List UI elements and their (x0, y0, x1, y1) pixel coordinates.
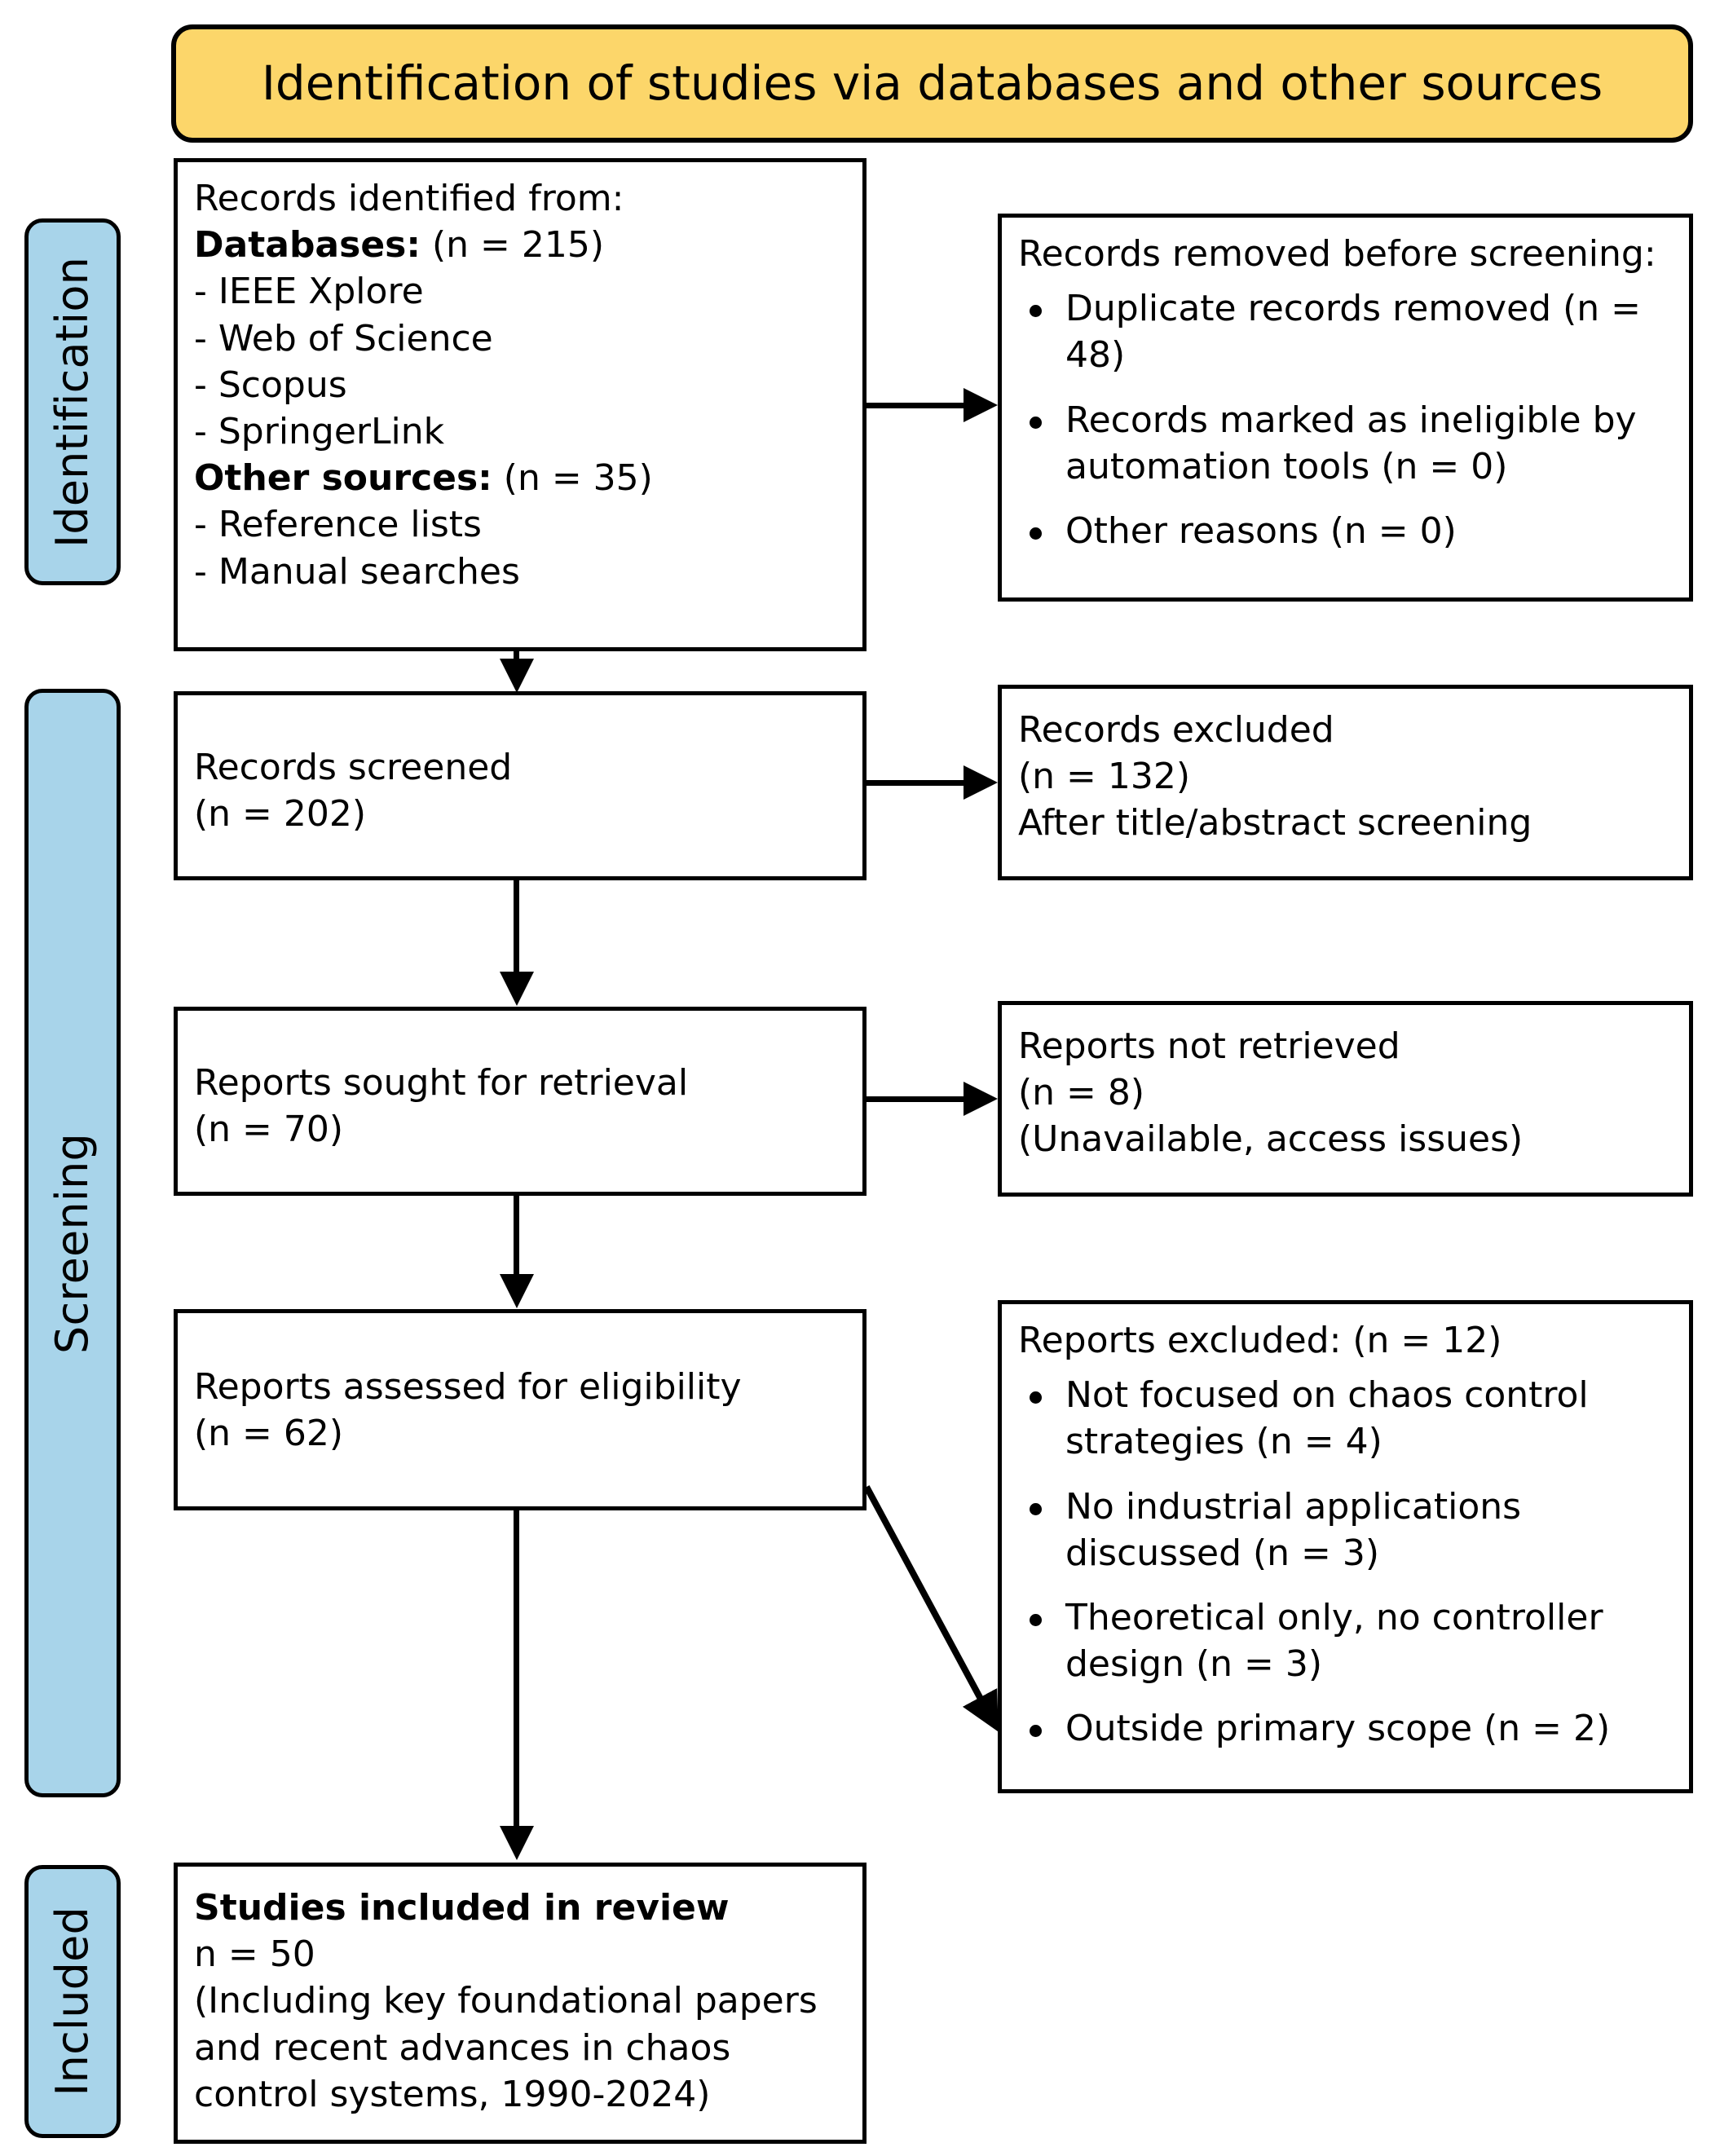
reports-not-retrieved-line-3: (Unavailable, access issues) (1018, 1118, 1524, 1161)
connector-screened-to-excluded (867, 780, 968, 786)
database-item-springerlink: - SpringerLink (194, 410, 445, 452)
records-removed-heading: Records removed before screening: (1018, 233, 1656, 275)
connector-screened-to-sought (514, 880, 519, 974)
list-item: No industrial applications discussed (n … (1018, 1484, 1673, 1576)
reports-excluded-bullet-2: No industrial applications discussed (n … (1065, 1485, 1522, 1574)
list-item: Other reasons (n = 0) (1018, 508, 1673, 554)
records-screened-line-2: (n = 202) (194, 793, 367, 836)
connector-assessed-to-included (514, 1510, 519, 1828)
bullet-dot-icon (1030, 416, 1042, 429)
stage-label-identification: Identification (46, 256, 98, 548)
list-item: Duplicate records removed (n = 48) (1018, 285, 1673, 378)
other-sources-count: (n = 35) (503, 457, 653, 500)
identification-banner: Identification of studies via databases … (171, 24, 1693, 143)
bullet-dot-icon (1030, 1725, 1042, 1738)
reports-excluded-heading: Reports excluded: (n = 12) (1018, 1320, 1502, 1361)
arrowhead-screened-to-excluded (964, 765, 998, 800)
bullet-dot-icon (1030, 527, 1042, 540)
records-identified-databases-row: Databases: (n = 215) (194, 222, 846, 268)
connector-sought-to-assessed (514, 1196, 519, 1276)
list-item: Not focused on chaos control strategies … (1018, 1372, 1673, 1465)
connector-identified-to-screened (514, 651, 519, 663)
reports-not-retrieved-line-1: Reports not retrieved (1018, 1025, 1400, 1067)
studies-included-heading: Studies included in review (194, 1887, 730, 1929)
bullet-dot-icon (1030, 305, 1042, 318)
studies-included-line-3: (Including key foundational papers and r… (194, 1980, 818, 2115)
bullet-dot-icon (1030, 1613, 1042, 1626)
reports-sought-line-1: Reports sought for retrieval (194, 1062, 689, 1104)
studies-included-line-2: n = 50 (194, 1933, 315, 1976)
box-records-screened: Records screened (n = 202) (174, 691, 867, 880)
box-reports-sought: Reports sought for retrieval (n = 70) (174, 1007, 867, 1196)
reports-assessed-line-2: (n = 62) (194, 1413, 344, 1455)
reports-excluded-bullet-1: Not focused on chaos control strategies … (1065, 1374, 1589, 1463)
bullet-dot-icon (1030, 1502, 1042, 1515)
list-item: Theoretical only, no controller design (… (1018, 1594, 1673, 1687)
stage-label-screening: Screening (46, 1132, 98, 1354)
databases-label: Databases: (194, 224, 421, 267)
arrowhead-sought-to-not-retrieved (964, 1082, 998, 1116)
database-item-scopus: - Scopus (194, 364, 347, 406)
records-removed-bullet-2: Records marked as ineligible by automati… (1065, 399, 1637, 487)
bullet-dot-icon (1030, 1391, 1042, 1404)
reports-not-retrieved-line-2: (n = 8) (1018, 1072, 1145, 1114)
stage-label-included: Included (46, 1907, 98, 2096)
records-removed-bullet-1: Duplicate records removed (n = 48) (1065, 288, 1641, 377)
box-reports-assessed: Reports assessed for eligibility (n = 62… (174, 1309, 867, 1510)
reports-sought-line-2: (n = 70) (194, 1109, 344, 1151)
records-excluded-line-2: (n = 132) (1018, 756, 1191, 798)
banner-title: Identification of studies via databases … (261, 55, 1603, 111)
connector-sought-to-not-retrieved (867, 1096, 968, 1102)
records-removed-bullet-list: Duplicate records removed (n = 48) Recor… (1018, 285, 1673, 554)
records-screened-line-1: Records screened (194, 747, 513, 788)
list-item: Records marked as ineligible by automati… (1018, 397, 1673, 490)
box-records-identified: Records identified from: Databases: (n =… (174, 158, 867, 651)
databases-count: (n = 215) (431, 224, 604, 267)
box-reports-not-retrieved: Reports not retrieved (n = 8) (Unavailab… (998, 1001, 1693, 1197)
arrowhead-sought-to-assessed (500, 1274, 534, 1308)
stage-bar-identification: Identification (24, 218, 121, 585)
other-source-item-manual-searches: - Manual searches (194, 550, 520, 593)
reports-excluded-bullet-3: Theoretical only, no controller design (… (1065, 1596, 1603, 1686)
records-removed-bullet-3: Other reasons (n = 0) (1065, 509, 1457, 552)
box-records-removed: Records removed before screening: Duplic… (998, 214, 1693, 602)
arrowhead-assessed-to-included (500, 1826, 534, 1860)
other-source-item-reference-lists: - Reference lists (194, 504, 482, 546)
arrowhead-identified-to-screened (500, 659, 534, 693)
other-sources-count-spacer (492, 457, 504, 499)
box-studies-included: Studies included in review n = 50 (Inclu… (174, 1863, 867, 2144)
database-item-wos: - Web of Science (194, 317, 493, 359)
stage-bar-screening: Screening (24, 689, 121, 1797)
records-excluded-line-1: Records excluded (1018, 709, 1334, 751)
database-item-ieee: - IEEE Xplore (194, 271, 424, 313)
reports-assessed-line-1: Reports assessed for eligibility (194, 1366, 742, 1408)
other-sources-label: Other sources: (194, 457, 492, 500)
arrowhead-identified-to-removed (964, 388, 998, 422)
reports-excluded-bullet-list: Not focused on chaos control strategies … (1018, 1372, 1673, 1752)
databases-count-spacer (421, 224, 432, 266)
records-excluded-line-3: After title/abstract screening (1018, 802, 1532, 844)
list-item: Outside primary scope (n = 2) (1018, 1705, 1673, 1752)
records-identified-other-sources-row: Other sources: (n = 35) (194, 455, 846, 501)
stage-bar-included: Included (24, 1865, 121, 2138)
box-records-excluded: Records excluded (n = 132) After title/a… (998, 685, 1693, 880)
box-reports-excluded: Reports excluded: (n = 12) Not focused o… (998, 1300, 1693, 1793)
connector-assessed-to-reports-excluded (864, 1485, 999, 1732)
records-identified-heading: Records identified from: (194, 178, 624, 219)
connector-identified-to-removed (867, 403, 968, 408)
reports-excluded-bullet-4: Outside primary scope (n = 2) (1065, 1708, 1611, 1750)
arrowhead-screened-to-sought (500, 972, 534, 1006)
